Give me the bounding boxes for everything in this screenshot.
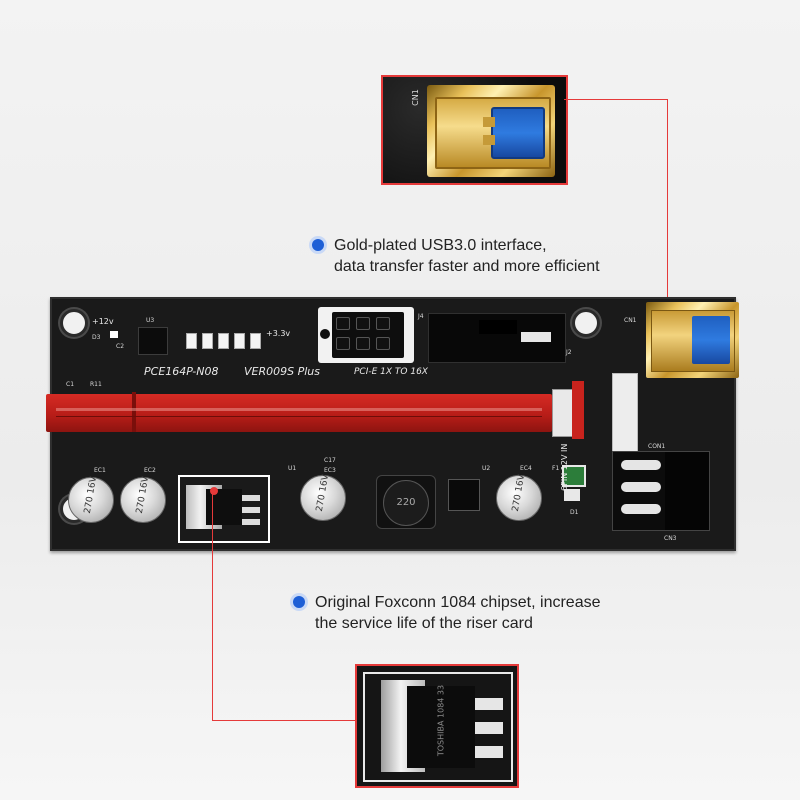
feature-chip-line2: the service life of the riser card (315, 615, 533, 632)
u1-label: U1 (288, 465, 297, 472)
model-mid-label: VER009S Plus (244, 365, 320, 378)
bracket-latch (612, 373, 638, 455)
usb-port-board (646, 302, 739, 378)
callout-line-usb-h (564, 99, 668, 100)
bullet-dot-icon (312, 239, 324, 251)
status-led (202, 333, 213, 349)
mounting-hole-icon (572, 309, 600, 337)
capacitor-ec1: 270 16V (68, 476, 114, 523)
c17-label: C17 (324, 457, 336, 464)
ec1-label: EC1 (94, 467, 106, 474)
j2-label: J2 (566, 349, 572, 356)
regulator-chip-zoom: TOSHIBA 1084 33 (407, 685, 475, 768)
model-left-label: PCE164P-N08 (144, 365, 219, 378)
pcie-x16-slot (46, 392, 552, 432)
ec3-label: EC3 (324, 467, 336, 474)
d1-label: D1 (570, 509, 579, 516)
d3-led (110, 331, 118, 338)
regulator-chip-highlight (178, 475, 270, 543)
pcie-slot-latch-red (572, 381, 584, 439)
cn3-label: CN3 (664, 535, 677, 542)
d3-label: D3 (92, 334, 101, 341)
cn1-board-label: CN1 (624, 317, 637, 324)
capacitor-ec3: 270 16V (300, 474, 346, 521)
u2-label: U2 (482, 465, 491, 472)
callout-line-chip-v (212, 492, 213, 721)
c1-label: C1 (66, 381, 75, 388)
chip-zoom-inset: TOSHIBA 1084 33 (355, 664, 519, 788)
u3-chip (138, 327, 168, 355)
bullet-dot-icon (293, 596, 305, 608)
callout-anchor-dot-icon (210, 487, 218, 495)
usb-header (428, 313, 566, 363)
con1-label: CON1 (648, 443, 666, 450)
riser-board: +12v D3 C2 U3 +3.3v PCE164P-N08 VER009S … (46, 297, 739, 551)
power-input-label: 6PIN 12V IN (560, 443, 569, 491)
feature-caption-usb: Gold-plated USB3.0 interface, data trans… (312, 235, 600, 277)
j4-label: J4 (418, 313, 424, 320)
usb-port-zoom (427, 85, 555, 177)
capacitor-ec4: 270 16V (496, 474, 542, 521)
status-led (186, 333, 197, 349)
ec4-label: EC4 (520, 465, 532, 472)
pcie-slot-latch (552, 389, 574, 437)
feature-usb-line1: Gold-plated USB3.0 interface, (334, 237, 547, 254)
f1-label: F1 (552, 465, 560, 472)
v12-label: +12v (92, 317, 114, 326)
r11-label: R11 (90, 381, 102, 388)
power-connector-top (318, 307, 414, 363)
diode (564, 489, 580, 501)
feature-chip-line1: Original Foxconn 1084 chipset, increase (315, 594, 601, 611)
power-input-connector (612, 451, 710, 531)
feature-caption-chip: Original Foxconn 1084 chipset, increase … (293, 592, 601, 634)
c2-label: C2 (116, 343, 125, 350)
v33-label: +3.3v (266, 329, 291, 338)
status-led (234, 333, 245, 349)
capacitor-ec2: 270 16V (120, 476, 166, 523)
status-led (218, 333, 229, 349)
callout-line-usb-v (667, 99, 668, 340)
usb-bridge-chip (448, 479, 480, 511)
model-right-label: PCI-E 1X TO 16X (354, 367, 428, 377)
fuse (562, 465, 586, 487)
usb-zoom-inset: CN1 (381, 75, 568, 185)
cn1-label: CN1 (410, 89, 420, 106)
u3-label: U3 (146, 317, 155, 324)
inductor: 220 (376, 475, 436, 529)
feature-usb-line2: data transfer faster and more efficient (334, 258, 600, 275)
ec2-label: EC2 (144, 467, 156, 474)
mounting-hole-icon (60, 309, 88, 337)
status-led (250, 333, 261, 349)
callout-line-chip-h (212, 720, 356, 721)
